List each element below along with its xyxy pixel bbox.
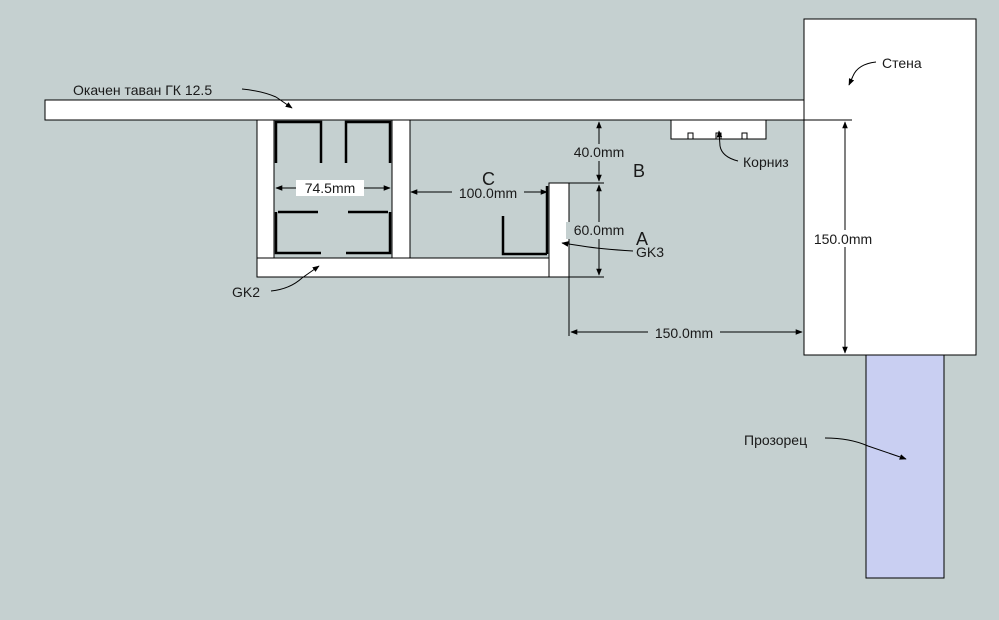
dimension-150-horizontal: 150.0mm bbox=[568, 277, 803, 341]
window-block bbox=[865, 354, 945, 579]
label-wall: Стена bbox=[848, 55, 922, 86]
letter-c: C bbox=[482, 169, 495, 189]
label-gk2-text: GK2 bbox=[232, 284, 260, 300]
dimension-150-vertical: 150.0mm bbox=[804, 119, 880, 354]
label-window-text: Прозорец bbox=[744, 432, 807, 448]
wall-block bbox=[803, 18, 977, 356]
dimension-40: 40.0mm bbox=[566, 121, 632, 184]
letter-b: B bbox=[633, 161, 645, 181]
letter-a: A bbox=[636, 229, 648, 249]
dim-40-label: 40.0mm bbox=[574, 144, 625, 160]
label-gk3: GK3 bbox=[561, 241, 664, 260]
dim-150-h-label: 150.0mm bbox=[655, 325, 713, 341]
dim-60-label: 60.0mm bbox=[574, 222, 625, 238]
label-gk2: GK2 bbox=[232, 265, 320, 300]
label-wall-text: Стена bbox=[882, 55, 922, 71]
dim-150-v-label: 150.0mm bbox=[814, 231, 872, 247]
dimension-100: 100.0mm bbox=[410, 185, 548, 201]
dim-74-5-label: 74.5mm bbox=[305, 180, 356, 196]
label-ceiling-text: Окачен таван ГК 12.5 bbox=[73, 82, 212, 98]
dimension-74-5: 74.5mm bbox=[275, 180, 391, 196]
cornice-shape bbox=[670, 119, 767, 140]
label-ceiling: Окачен таван ГК 12.5 bbox=[73, 82, 293, 109]
label-cornice-text: Корниз bbox=[743, 154, 789, 170]
label-window: Прозорец bbox=[744, 432, 907, 460]
dimension-60: 60.0mm bbox=[566, 184, 632, 278]
ceiling-board bbox=[44, 99, 805, 121]
dim-100-label: 100.0mm bbox=[459, 185, 517, 201]
label-gk3-text: GK3 bbox=[636, 244, 664, 260]
profiles bbox=[274, 120, 549, 256]
label-cornice: Корниз bbox=[716, 130, 789, 170]
